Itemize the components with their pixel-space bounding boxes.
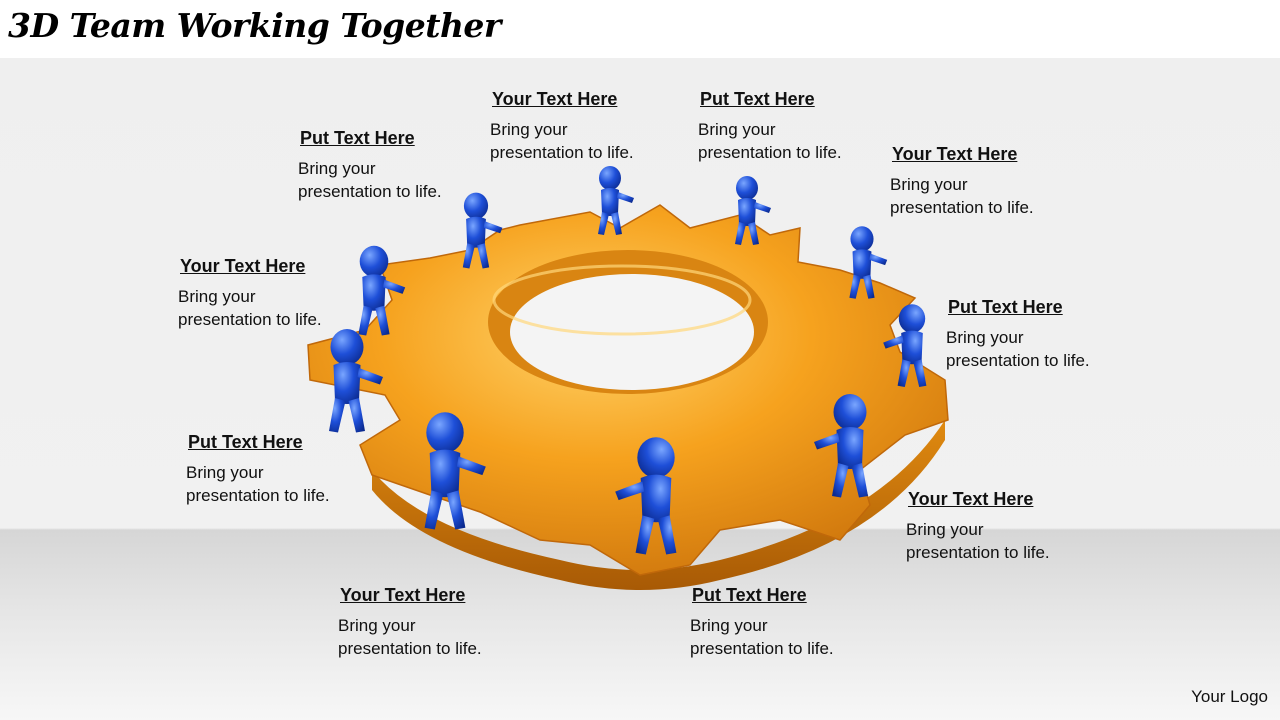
callout-body: presentation to life. <box>946 351 1090 370</box>
callout-body: presentation to life. <box>186 486 330 505</box>
callout-body: presentation to life. <box>490 143 634 162</box>
callout-body: Bring your <box>698 120 776 139</box>
callout-bottom-right: Put Text Here Bring your presentation to… <box>690 585 890 660</box>
callout-heading: Put Text Here <box>188 432 303 452</box>
callout-heading: Put Text Here <box>300 128 415 148</box>
callout-body: Bring your <box>490 120 568 139</box>
callout-heading: Your Text Here <box>908 489 1034 509</box>
callout-heading: Put Text Here <box>948 297 1063 317</box>
callout-heading: Your Text Here <box>180 256 306 276</box>
callout-heading: Put Text Here <box>700 89 815 109</box>
callout-bottom-left: Your Text Here Bring your presentation t… <box>338 585 538 660</box>
callout-body: Bring your <box>690 616 768 635</box>
callout-body: Bring your <box>298 159 376 178</box>
callout-heading: Your Text Here <box>340 585 466 605</box>
callout-upper-right: Your Text Here Bring your presentation t… <box>890 144 1090 219</box>
callout-body: presentation to life. <box>178 310 322 329</box>
callout-body: Bring your <box>178 287 256 306</box>
callout-body: presentation to life. <box>338 639 482 658</box>
slide-title: 3D Team Working Together <box>8 6 501 45</box>
callout-left: Put Text Here Bring your presentation to… <box>186 432 386 507</box>
callout-heading: Put Text Here <box>692 585 807 605</box>
callout-body: presentation to life. <box>698 143 842 162</box>
callout-top-center: Your Text Here Bring your presentation t… <box>490 89 690 164</box>
callout-top-left: Put Text Here Bring your presentation to… <box>298 128 498 203</box>
callout-body: Bring your <box>906 520 984 539</box>
callout-heading: Your Text Here <box>492 89 618 109</box>
callout-lower-right: Your Text Here Bring your presentation t… <box>906 489 1106 564</box>
callout-heading: Your Text Here <box>892 144 1018 164</box>
callout-body: presentation to life. <box>298 182 442 201</box>
callout-body: presentation to life. <box>890 198 1034 217</box>
gear-hole <box>510 274 754 390</box>
callout-top-right: Put Text Here Bring your presentation to… <box>698 89 898 164</box>
title-bar: 3D Team Working Together <box>0 0 1280 58</box>
callout-body: presentation to life. <box>906 543 1050 562</box>
callout-right: Put Text Here Bring your presentation to… <box>946 297 1146 372</box>
callout-body: Bring your <box>946 328 1024 347</box>
callout-body: Bring your <box>186 463 264 482</box>
callout-body: Bring your <box>890 175 968 194</box>
callout-upper-left: Your Text Here Bring your presentation t… <box>178 256 378 331</box>
logo-placeholder: Your Logo <box>1191 687 1268 706</box>
gear-side <box>372 420 945 590</box>
callout-body: presentation to life. <box>690 639 834 658</box>
callout-body: Bring your <box>338 616 416 635</box>
